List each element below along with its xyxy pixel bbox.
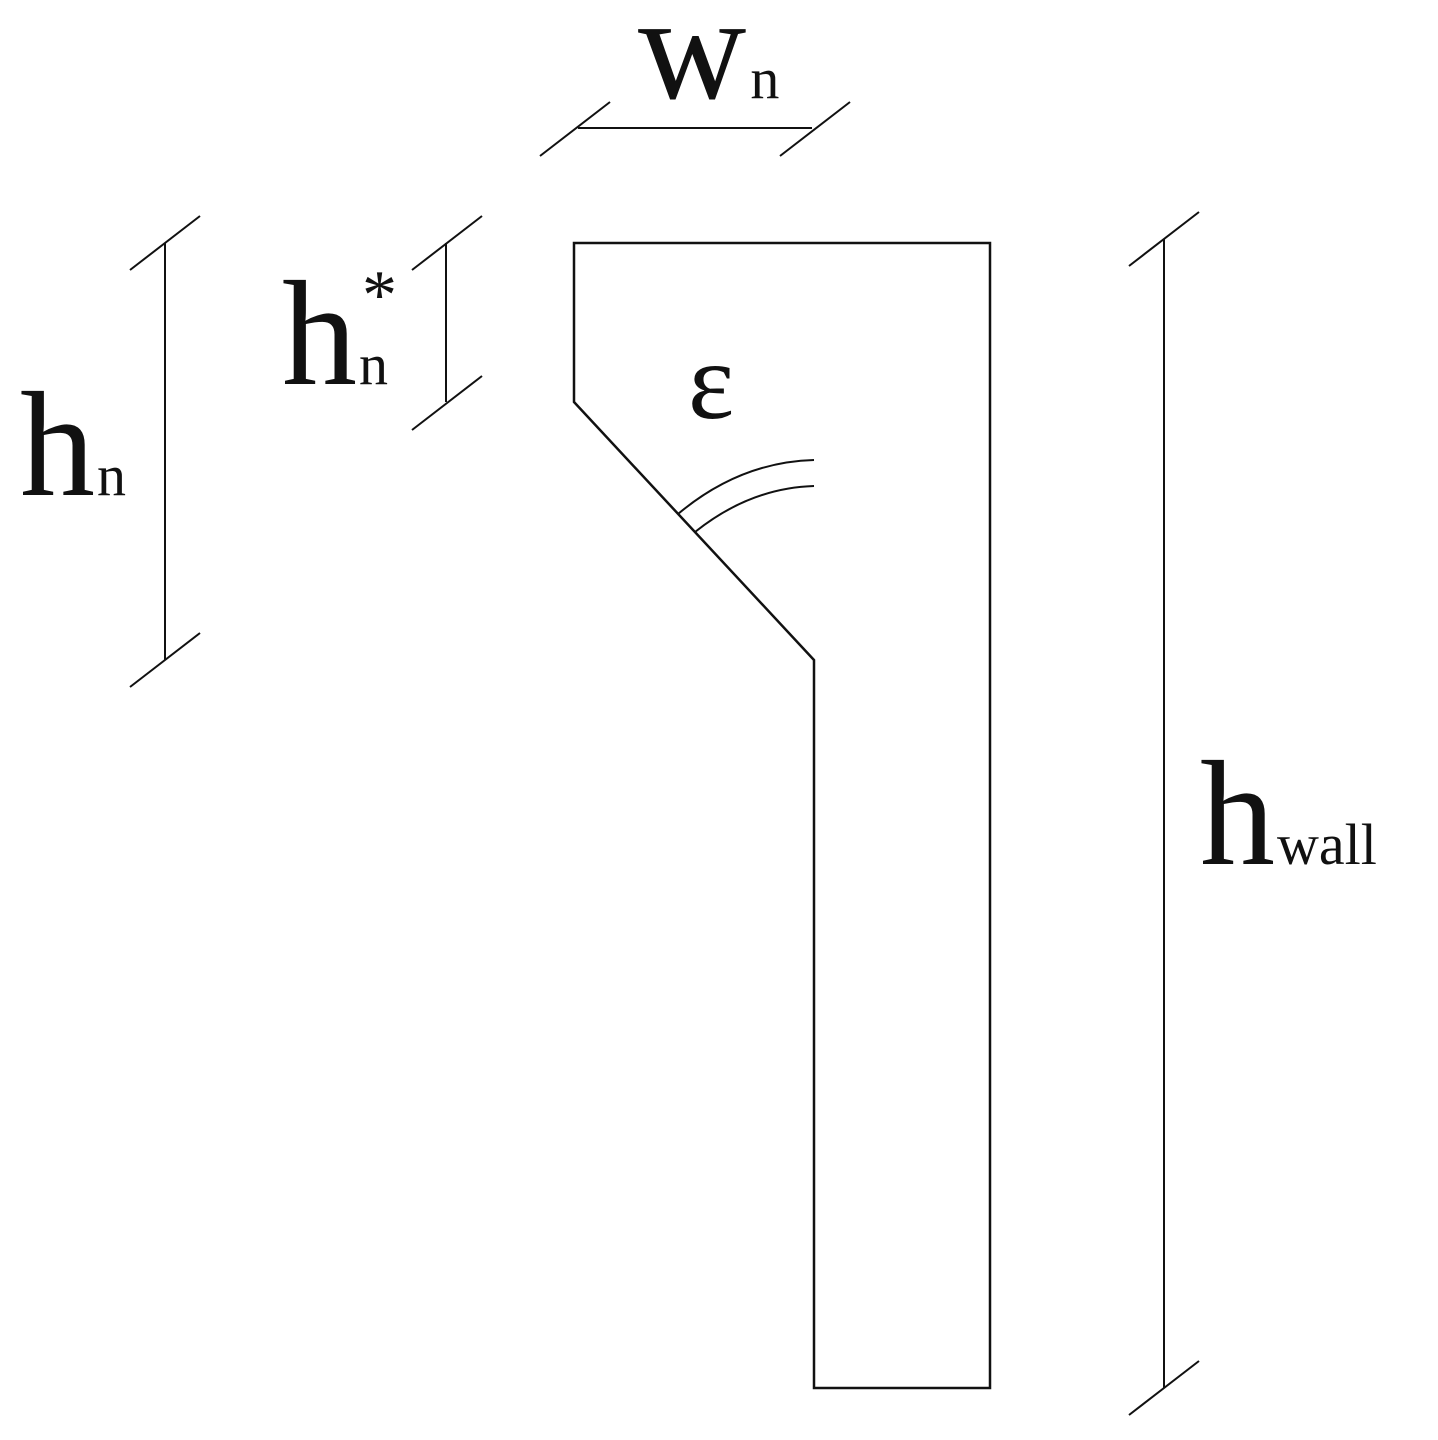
wn-dimension — [539, 101, 851, 157]
label-wn: wn — [638, 0, 779, 131]
angle-arc-outer — [677, 459, 815, 515]
wall-outline — [572, 241, 992, 1390]
label-hn: hn — [20, 362, 126, 528]
hn-star-dimension — [411, 215, 483, 431]
label-hwall: hwall — [1200, 731, 1377, 897]
label-hn-star: hn — [282, 251, 388, 417]
label-epsilon: ε — [688, 320, 734, 442]
hwall-dimension — [1128, 211, 1200, 1416]
label-hn-star-asterisk: * — [362, 257, 397, 334]
hn-dimension — [129, 215, 201, 688]
angle-arc-inner — [694, 485, 815, 533]
